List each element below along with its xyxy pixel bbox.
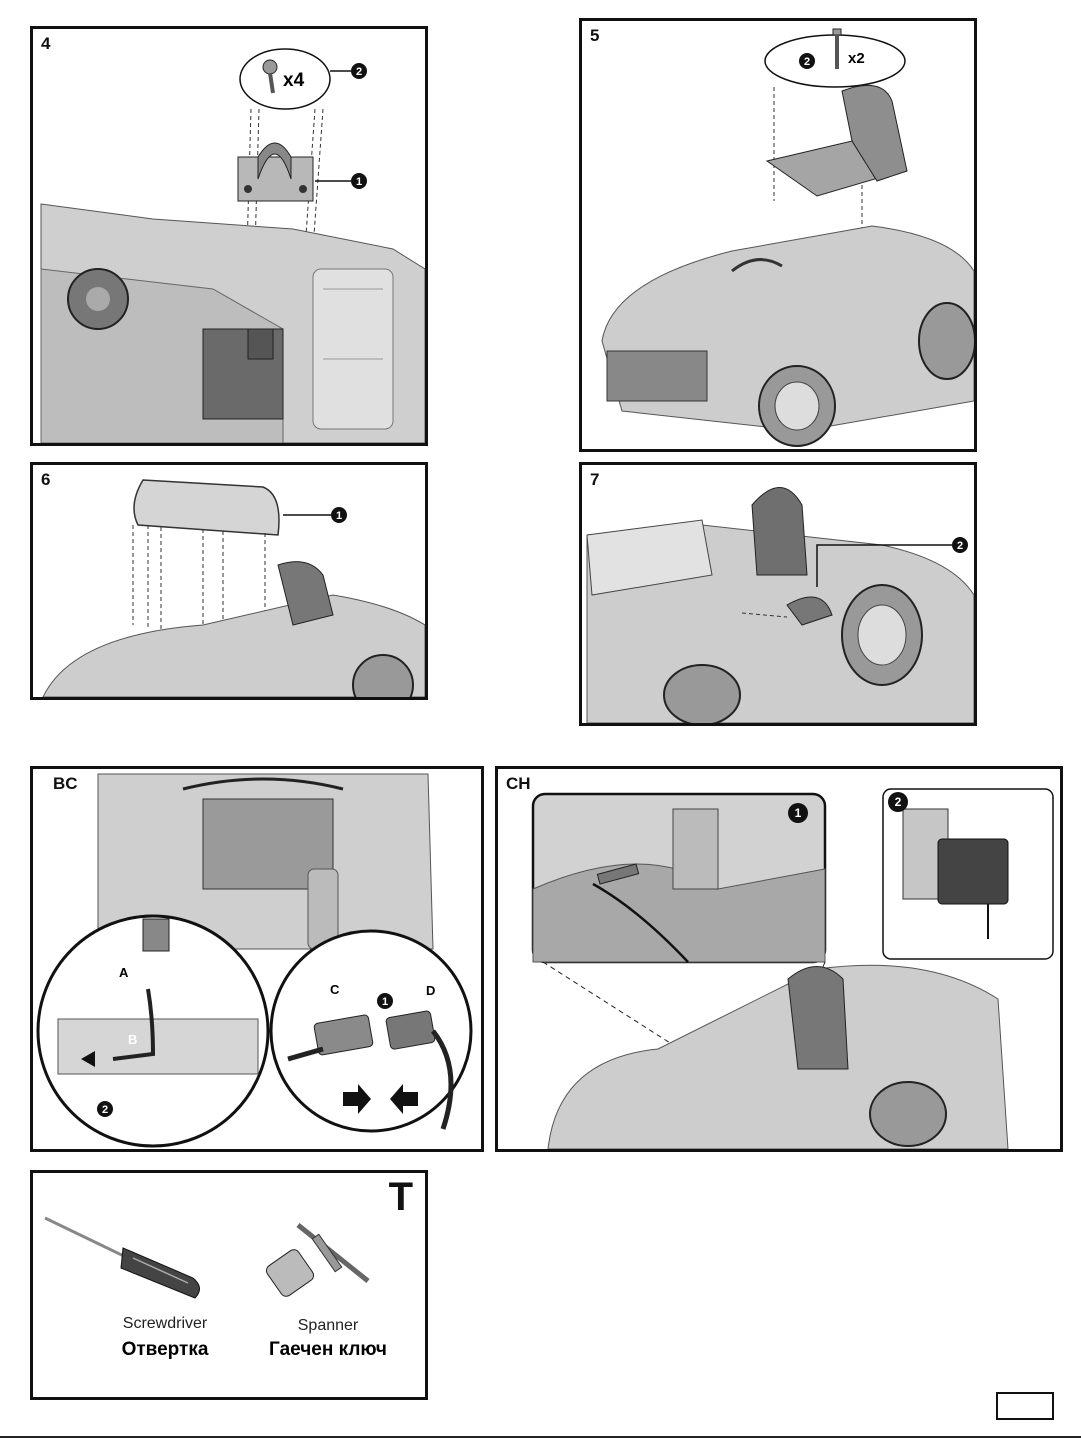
step-number: 4 [41, 34, 50, 54]
bottom-rule [0, 1436, 1081, 1438]
windshield-part [134, 480, 279, 535]
car-body [602, 226, 974, 446]
label-a: A [119, 965, 129, 980]
step-number: 7 [590, 470, 599, 490]
step-label-bc: BC [53, 774, 78, 794]
spanner-label-en: Spanner [253, 1317, 403, 1335]
ch-panel: CH 1 2 [495, 766, 1063, 1152]
car-interior [41, 204, 425, 443]
step-4-illustration: x4 2 1 [33, 29, 425, 443]
callout-2: 2 [895, 795, 902, 809]
charger-adapter [938, 839, 1008, 904]
callout-2: 2 [102, 1104, 108, 1116]
step-7-panel: 7 2 [579, 462, 977, 726]
spanner-label-bg: Гаечен ключ [243, 1339, 413, 1361]
screwdriver-label-bg: Отвертка [105, 1339, 225, 1361]
screw-quantity: x2 [848, 50, 865, 67]
bracket-part [238, 143, 313, 201]
bc-panel: BC B A 2 C D 1 [30, 766, 484, 1152]
step-label-ch: CH [506, 774, 531, 794]
spanner-icon [264, 1225, 368, 1299]
step-number: 6 [41, 470, 50, 490]
car-body [548, 965, 1008, 1149]
label-c: C [330, 982, 340, 997]
step-7-illustration: 2 [582, 465, 974, 723]
battery-connection-illustration: B A 2 C D 1 [33, 769, 481, 1149]
screwdriver-icon [45, 1218, 200, 1298]
page-number-box [996, 1392, 1054, 1420]
car-body [587, 488, 974, 724]
step-6-panel: 6 1 [30, 462, 428, 700]
tools-illustration [33, 1173, 425, 1397]
tools-panel: T Screwdriver Отвертка Spanner Гаечен кл… [30, 1170, 428, 1400]
car-body [43, 562, 425, 697]
step-6-illustration: 1 [33, 465, 425, 697]
callout-part: 1 [336, 510, 342, 522]
label-d: D [426, 983, 435, 998]
step-5-illustration: 2 x2 [582, 21, 974, 449]
screwdriver-label-en: Screwdriver [105, 1315, 225, 1333]
charging-illustration: 1 2 [498, 769, 1060, 1149]
step-5-panel: 5 2 x2 [579, 18, 977, 452]
screw-quantity: x4 [283, 70, 305, 91]
callout-screw: 2 [804, 56, 810, 68]
callout-part: 2 [957, 540, 963, 552]
callout-1: 1 [795, 806, 802, 820]
callout-part: 1 [356, 176, 362, 188]
step-number: 5 [590, 26, 599, 46]
label-b: B [128, 1032, 137, 1047]
callout-screw: 2 [356, 66, 362, 78]
callout-1: 1 [382, 996, 388, 1008]
seat-part [767, 85, 907, 196]
step-4-panel: 4 x4 2 1 [30, 26, 428, 446]
